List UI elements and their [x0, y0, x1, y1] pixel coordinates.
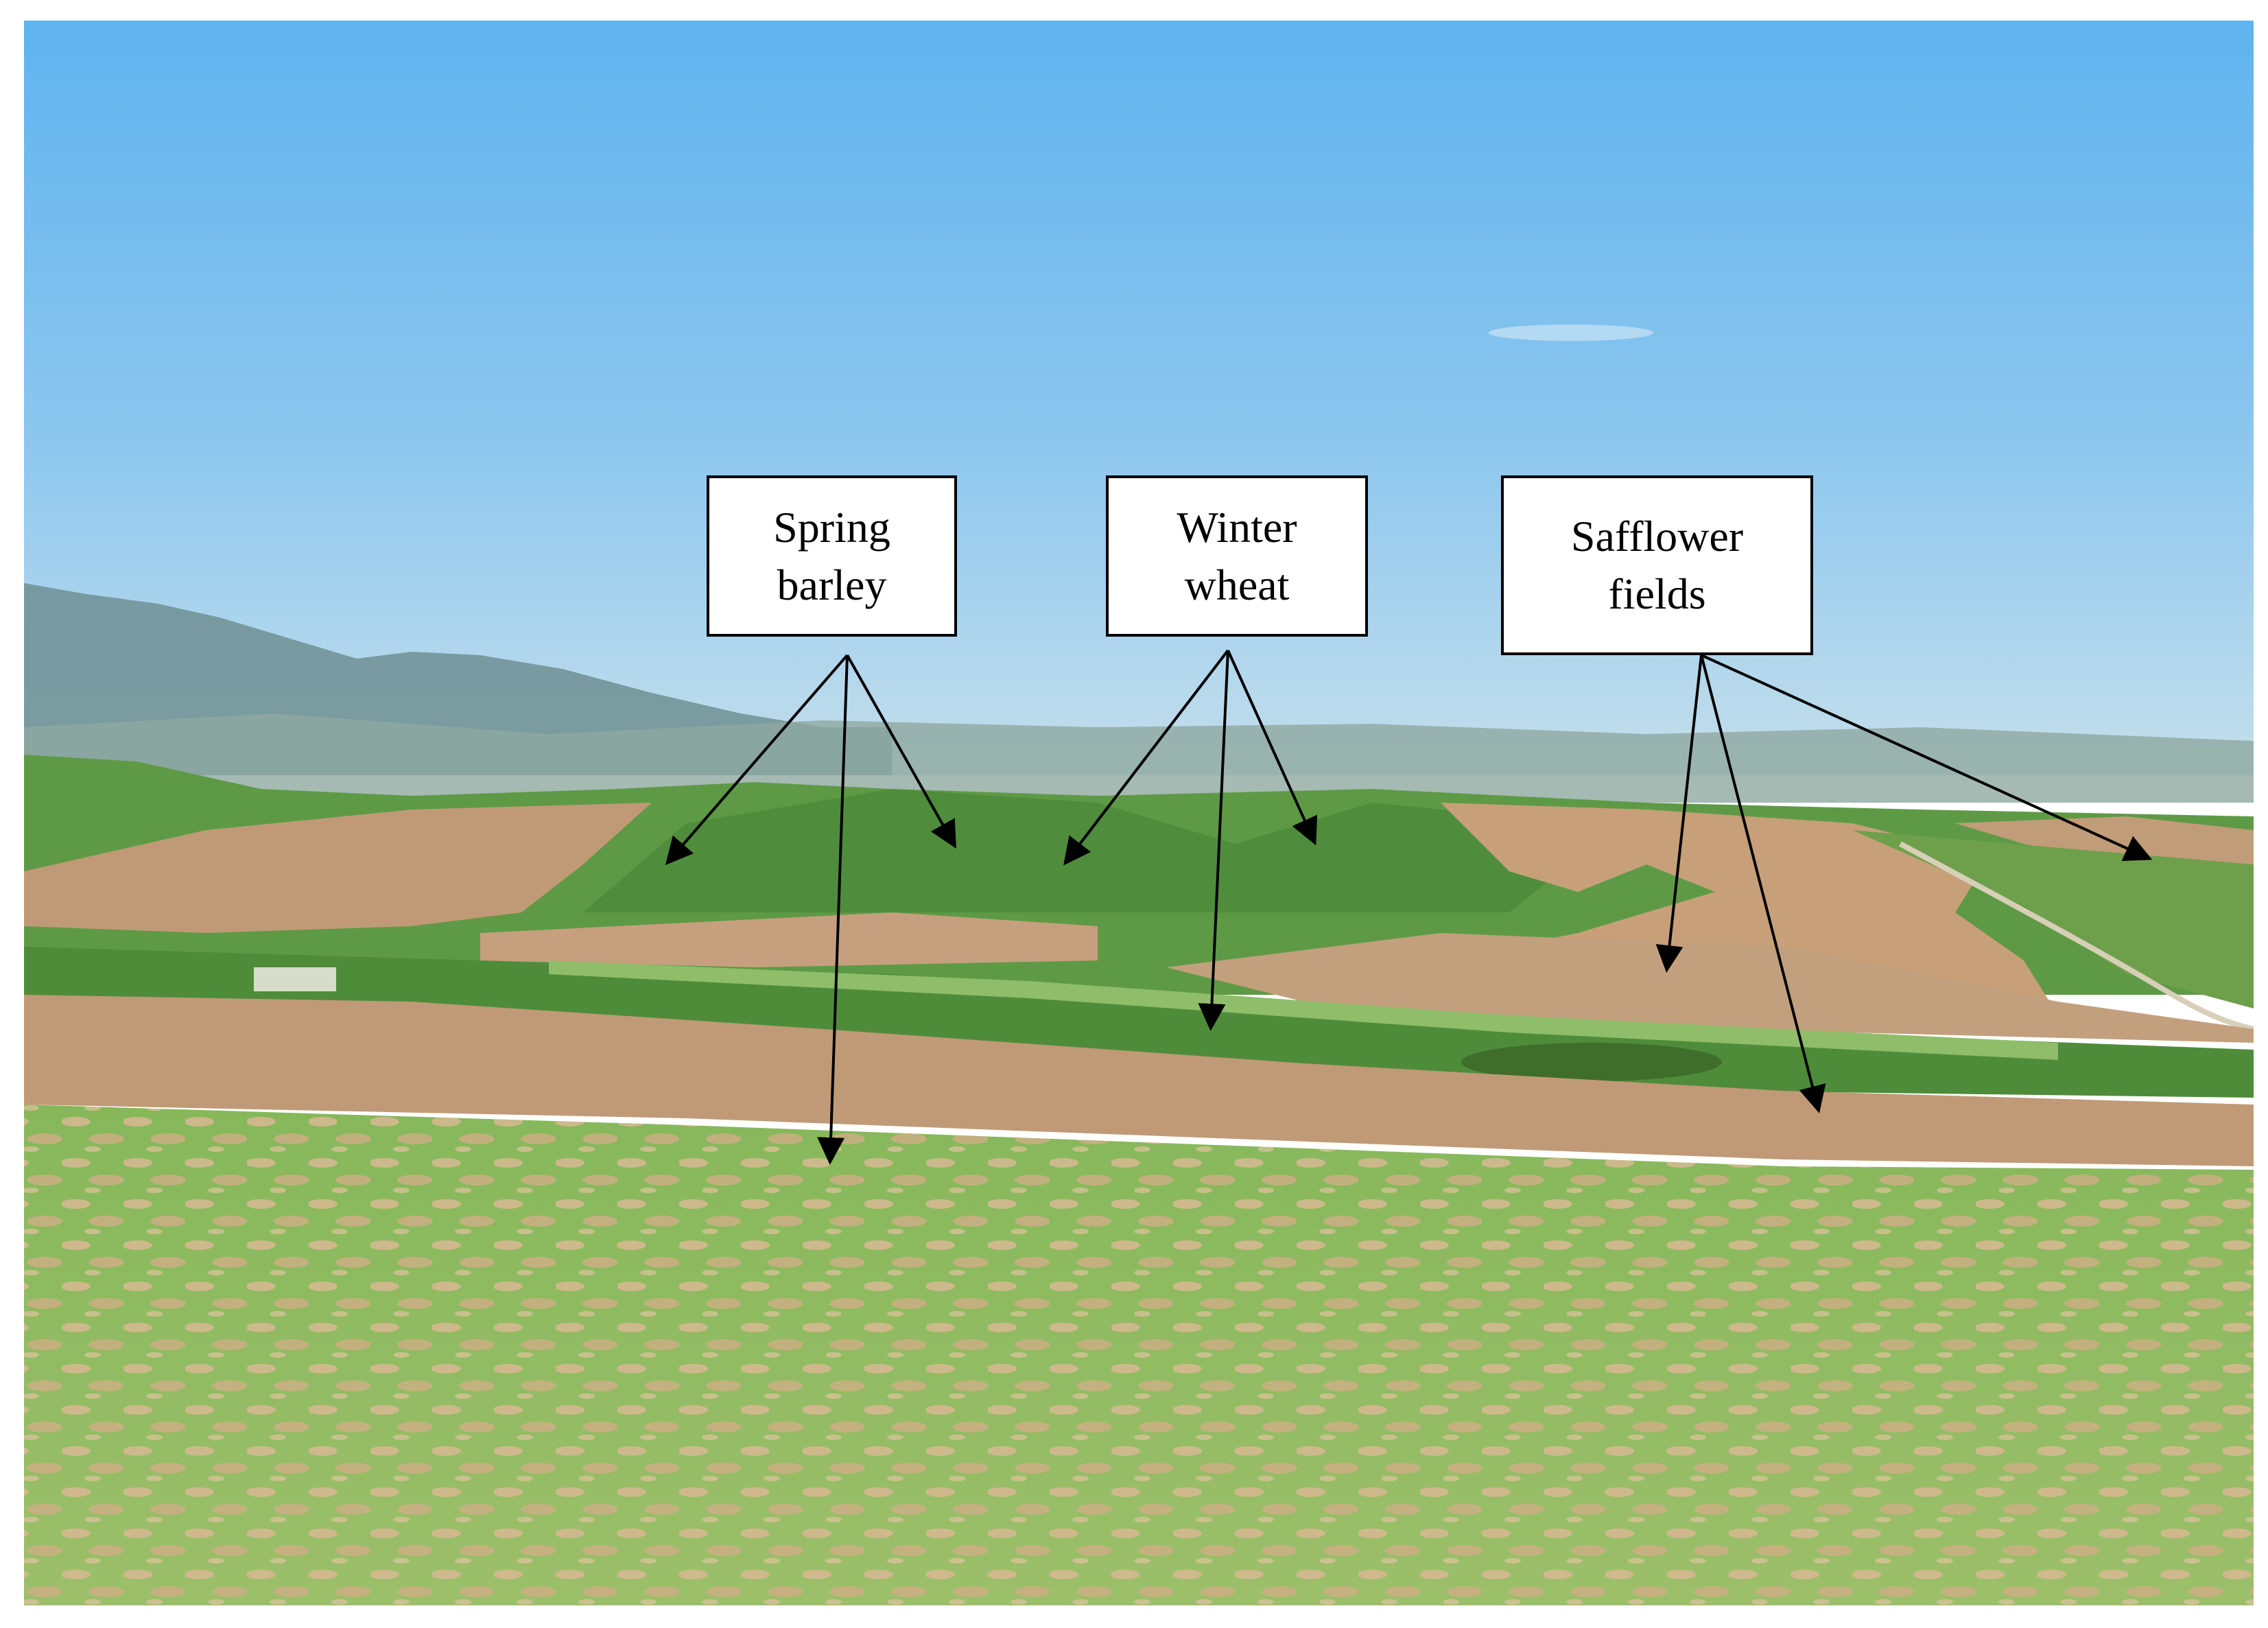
dirt-road	[1899, 841, 2254, 1032]
label-spring-barley-text: Spring barley	[773, 502, 890, 609]
arrow-spring-barley-2	[846, 654, 956, 849]
tree-cluster	[1461, 1043, 1722, 1081]
label-winter-wheat: Winter wheat	[1106, 475, 1368, 637]
hazy-hills	[24, 713, 2254, 803]
photo-area	[24, 21, 2254, 1605]
green-strip-right	[1852, 830, 2254, 1008]
arrow-winter-wheat-2	[1198, 650, 1229, 1031]
sky	[24, 21, 2254, 775]
arrow-safflower-1	[1655, 654, 1703, 973]
arrow-winter-wheat-3	[1227, 650, 1318, 846]
brown-field-left	[24, 803, 652, 933]
arrow-safflower-2	[1700, 654, 1826, 1113]
foreground-soil-texture	[24, 1105, 2254, 1605]
cloud	[1489, 325, 1653, 341]
label-safflower-fields: Safflower fields	[1501, 475, 1813, 655]
label-winter-wheat-text: Winter wheat	[1177, 502, 1297, 609]
arrow-spring-barley-3	[817, 654, 849, 1165]
label-safflower-fields-text: Safflower fields	[1570, 512, 1744, 618]
label-spring-barley: Spring barley	[707, 475, 957, 637]
farm-buildings	[254, 967, 336, 991]
arrow-safflower-3	[1701, 654, 2153, 861]
annotation-arrows	[665, 649, 2153, 1165]
brown-band-mid	[480, 912, 1098, 967]
arrow-winter-wheat-1	[1063, 649, 1229, 866]
ploughed-band	[24, 995, 2254, 1166]
brown-band-mid-right	[1166, 933, 2254, 1043]
arrow-spring-barley-1	[665, 654, 849, 866]
light-green-strip	[549, 960, 2058, 1060]
